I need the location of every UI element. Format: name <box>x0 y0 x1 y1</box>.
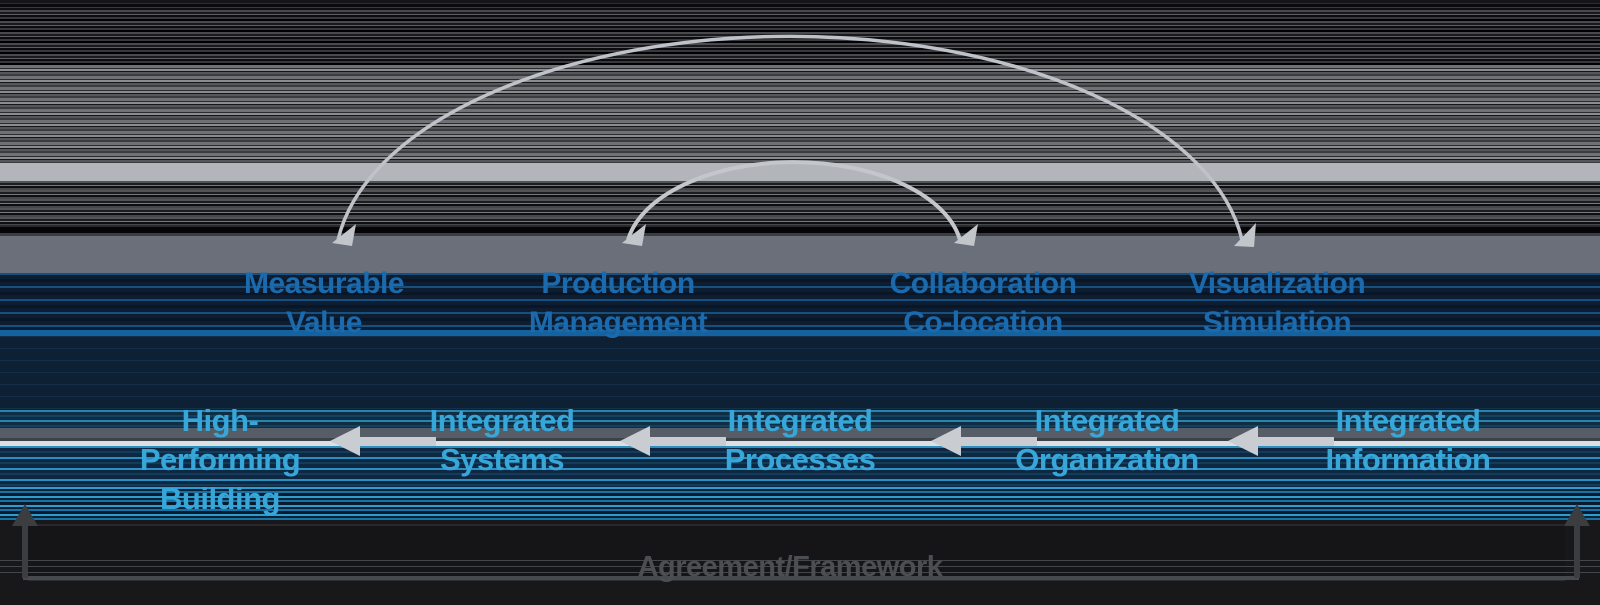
bottom-label-agreement-framework: Agreement/Framework <box>637 551 943 583</box>
label-line: Building <box>160 481 280 516</box>
label-line: Integrated <box>1335 403 1481 438</box>
label-line: Integrated <box>727 403 873 438</box>
mid-label-integrated-processes: Integrated Processes <box>725 401 876 479</box>
up-arrowhead-icon <box>1564 504 1590 526</box>
flow-arrowhead-icon <box>1228 426 1258 456</box>
label-line: Collaboration <box>889 267 1077 300</box>
arc-arrowhead-icon <box>332 224 356 246</box>
flow-arrow-1 <box>330 426 436 456</box>
bracket-right-shaft <box>1574 520 1580 578</box>
mid-label-high-performing-building: High- Performing Building <box>139 401 301 518</box>
flow-arrow-shaft <box>1256 437 1334 446</box>
flow-arrow-shaft <box>648 437 726 446</box>
arc-arrowhead-icon <box>622 224 646 246</box>
arc-arrowhead-icon <box>954 224 978 246</box>
mid-label-integrated-organization: Integrated Organization <box>1015 401 1199 479</box>
arc-arrowhead-icon <box>1234 223 1256 247</box>
background-band <box>0 336 1600 410</box>
label-line: High- <box>181 403 259 438</box>
arc-large <box>336 34 1244 241</box>
background-band <box>0 181 1600 225</box>
background-band <box>0 446 1600 487</box>
top-label-collaboration-co-location: Collaboration Co-location <box>890 264 1077 342</box>
background-band <box>0 225 1600 236</box>
flow-arrowhead-icon <box>620 426 650 456</box>
mid-label-integrated-systems: Integrated Systems <box>430 401 575 479</box>
label-line: Integrated <box>1034 403 1180 438</box>
label-line: Visualization <box>1188 267 1366 300</box>
label-line: Organization <box>1015 442 1199 477</box>
arc-small <box>626 160 962 241</box>
bracket-left-shaft <box>22 520 28 578</box>
background-band <box>0 330 1600 336</box>
label-line: Information <box>1325 442 1492 477</box>
agreement-framework-bracket <box>12 504 1590 580</box>
background-band <box>0 410 1600 428</box>
bracket-line <box>23 576 1579 580</box>
background-band <box>0 236 1600 273</box>
flow-arrow-shaft <box>959 437 1037 446</box>
flow-arrow-2 <box>620 426 726 456</box>
background-band <box>0 273 1600 330</box>
background-band <box>0 0 1600 10</box>
flow-arrow-4 <box>1228 426 1334 456</box>
flow-arrowhead-icon <box>931 426 961 456</box>
background-band <box>0 487 1600 520</box>
mid-label-integrated-information: Integrated Information <box>1325 401 1492 479</box>
up-arrowhead-icon <box>12 504 38 526</box>
label-line: Management <box>528 306 708 339</box>
label-line: Systems <box>439 442 565 477</box>
label-line: Simulation <box>1202 306 1352 339</box>
background-band <box>0 65 1600 163</box>
flow-arrow-shaft <box>358 437 436 446</box>
top-label-production-management: Production Management <box>528 264 708 342</box>
label-line: Processes <box>724 442 876 477</box>
top-label-measurable-value: Measurable Value <box>243 264 405 342</box>
label-line: Co-location <box>903 306 1063 339</box>
background-band <box>0 560 1600 576</box>
label-line: Integrated <box>429 403 575 438</box>
flow-arrowhead-icon <box>330 426 360 456</box>
label-line: Value <box>286 306 362 339</box>
background-band <box>0 441 1600 446</box>
label-line: Measurable <box>243 267 405 300</box>
flow-arrow-3 <box>931 426 1037 456</box>
top-label-visualization-simulation: Visualization Simulation <box>1188 264 1366 342</box>
label-line: Performing <box>139 442 301 477</box>
label-line: Production <box>541 267 695 300</box>
